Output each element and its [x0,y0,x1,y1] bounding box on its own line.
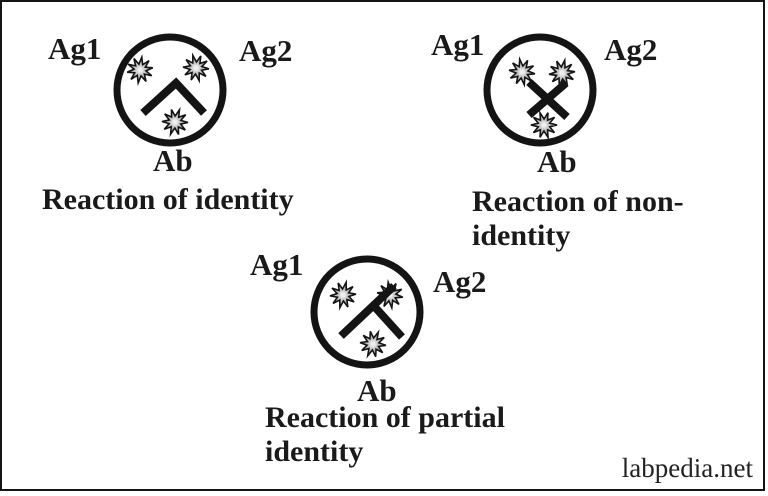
non-identity-plate-svg [483,33,597,147]
antigen-label-ag2: Ag2 [239,33,293,68]
precipitin-line-with-spur [338,283,397,339]
antibody-label-ab: Ab [153,143,193,178]
antigen-label-ag2: Ag2 [604,32,658,67]
diagram-caption: Reaction of non- identity [472,185,684,253]
antigen-label-ag1: Ag1 [431,27,485,62]
antigen-label-ag1: Ag1 [250,247,304,282]
precipitin-line-cross-b [526,79,569,119]
diagram-caption: Reaction of identity [42,183,294,217]
precipitin-line-branch [370,302,405,340]
caption-line: identity [265,435,364,468]
caption-line: identity [472,219,571,252]
caption-line: Reaction of non- [472,185,684,218]
antigen-label-ag1: Ag1 [48,31,102,66]
antibody-label-ab: Ab [357,373,397,408]
antibody-label-ab: Ab [537,144,577,179]
identity-plate-svg [113,33,227,147]
antigen-label-ag2: Ag2 [433,264,487,299]
caption-line: Reaction of identity [42,183,294,216]
watermark-text: labpedia.net [621,453,753,483]
partial-identity-plate-svg [310,255,424,369]
caption-line: Reaction of partial [265,401,505,434]
diagram-caption: Reaction of partial identity [265,401,505,469]
precipitin-line-chevron [140,77,207,116]
